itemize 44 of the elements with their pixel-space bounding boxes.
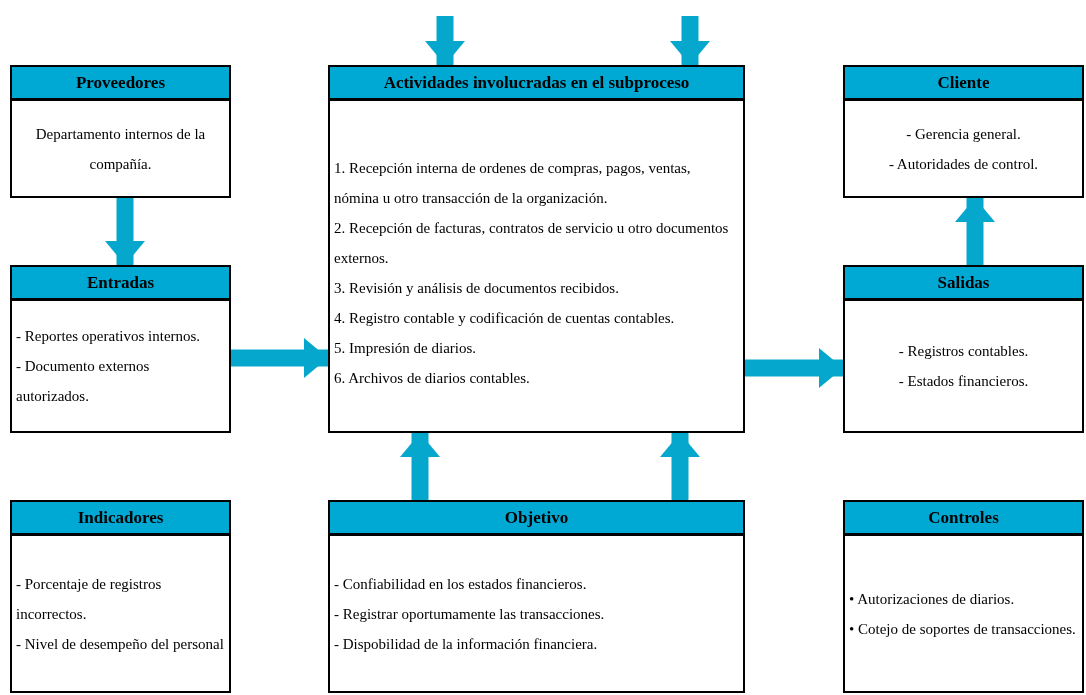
list-item: - Reportes operativos internos.	[16, 327, 202, 346]
box-heading: Actividades involucradas en el subproceso	[330, 67, 743, 101]
list-item: 3. Revisión y análisis de documentos recibidos.	[334, 279, 620, 298]
list-item: • Autorizaciones de diarios.	[849, 589, 1016, 609]
process-box	[10, 500, 231, 693]
box-heading: Objetivo	[330, 502, 743, 536]
list-item: - Dispobilidad de la información financiera.	[334, 634, 599, 654]
block-arrow	[231, 338, 328, 378]
block-arrow	[660, 433, 700, 500]
list-item: • Cotejo de soportes de transacciones.	[849, 619, 1077, 639]
list-item: - Registrar oportumamente las transacciones.	[334, 604, 606, 624]
block-arrow	[955, 198, 995, 265]
list-item: - Gerencia general.	[906, 124, 1021, 144]
list-item: 6. Archivos de diarios contables.	[334, 369, 531, 388]
list-item: Departamento internos de la compañía.	[34, 124, 207, 174]
list-item: - Documento externos autorizados.	[16, 357, 151, 406]
process-box	[843, 265, 1084, 433]
list-item: - Porcentaje de registros incorrectos.	[16, 574, 163, 624]
process-box	[328, 65, 745, 433]
block-arrow	[670, 16, 710, 65]
process-box	[328, 500, 745, 693]
block-arrow	[745, 348, 843, 388]
process-box	[10, 65, 231, 198]
list-item: - Confiabilidad en los estados financieros.	[334, 574, 588, 594]
block-arrow	[105, 198, 145, 265]
box-heading: Salidas	[845, 267, 1082, 301]
process-box	[843, 500, 1084, 693]
list-item: 2. Recepción de facturas, contratos de servicio u otro documentos externos.	[334, 219, 730, 268]
box-heading: Indicadores	[12, 502, 229, 536]
list-item: - Estados financieros.	[898, 372, 1029, 391]
box-heading: Proveedores	[12, 67, 229, 101]
list-item: 4. Registro contable y codificación de cuentas contables.	[334, 309, 676, 328]
block-arrow	[425, 16, 465, 65]
list-item: - Nivel de desempeño del personal	[16, 634, 225, 654]
process-box	[843, 65, 1084, 198]
box-heading: Cliente	[845, 67, 1082, 101]
box-heading: Controles	[845, 502, 1082, 536]
block-arrow	[400, 433, 440, 500]
list-item: - Autoridades de control.	[888, 154, 1039, 174]
process-box	[10, 265, 231, 433]
box-heading: Entradas	[12, 267, 229, 301]
list-item: 1. Recepción interna de ordenes de compras, pagos, ventas, nómina u otro transacción de la organización.	[334, 159, 692, 208]
list-item: 5. Impresión de diarios.	[334, 339, 478, 358]
list-item: - Registros contables.	[898, 342, 1029, 361]
